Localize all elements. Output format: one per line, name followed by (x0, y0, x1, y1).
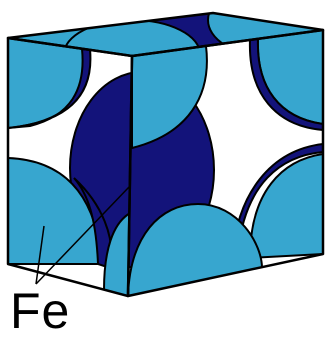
element-label: Fe (10, 286, 70, 336)
